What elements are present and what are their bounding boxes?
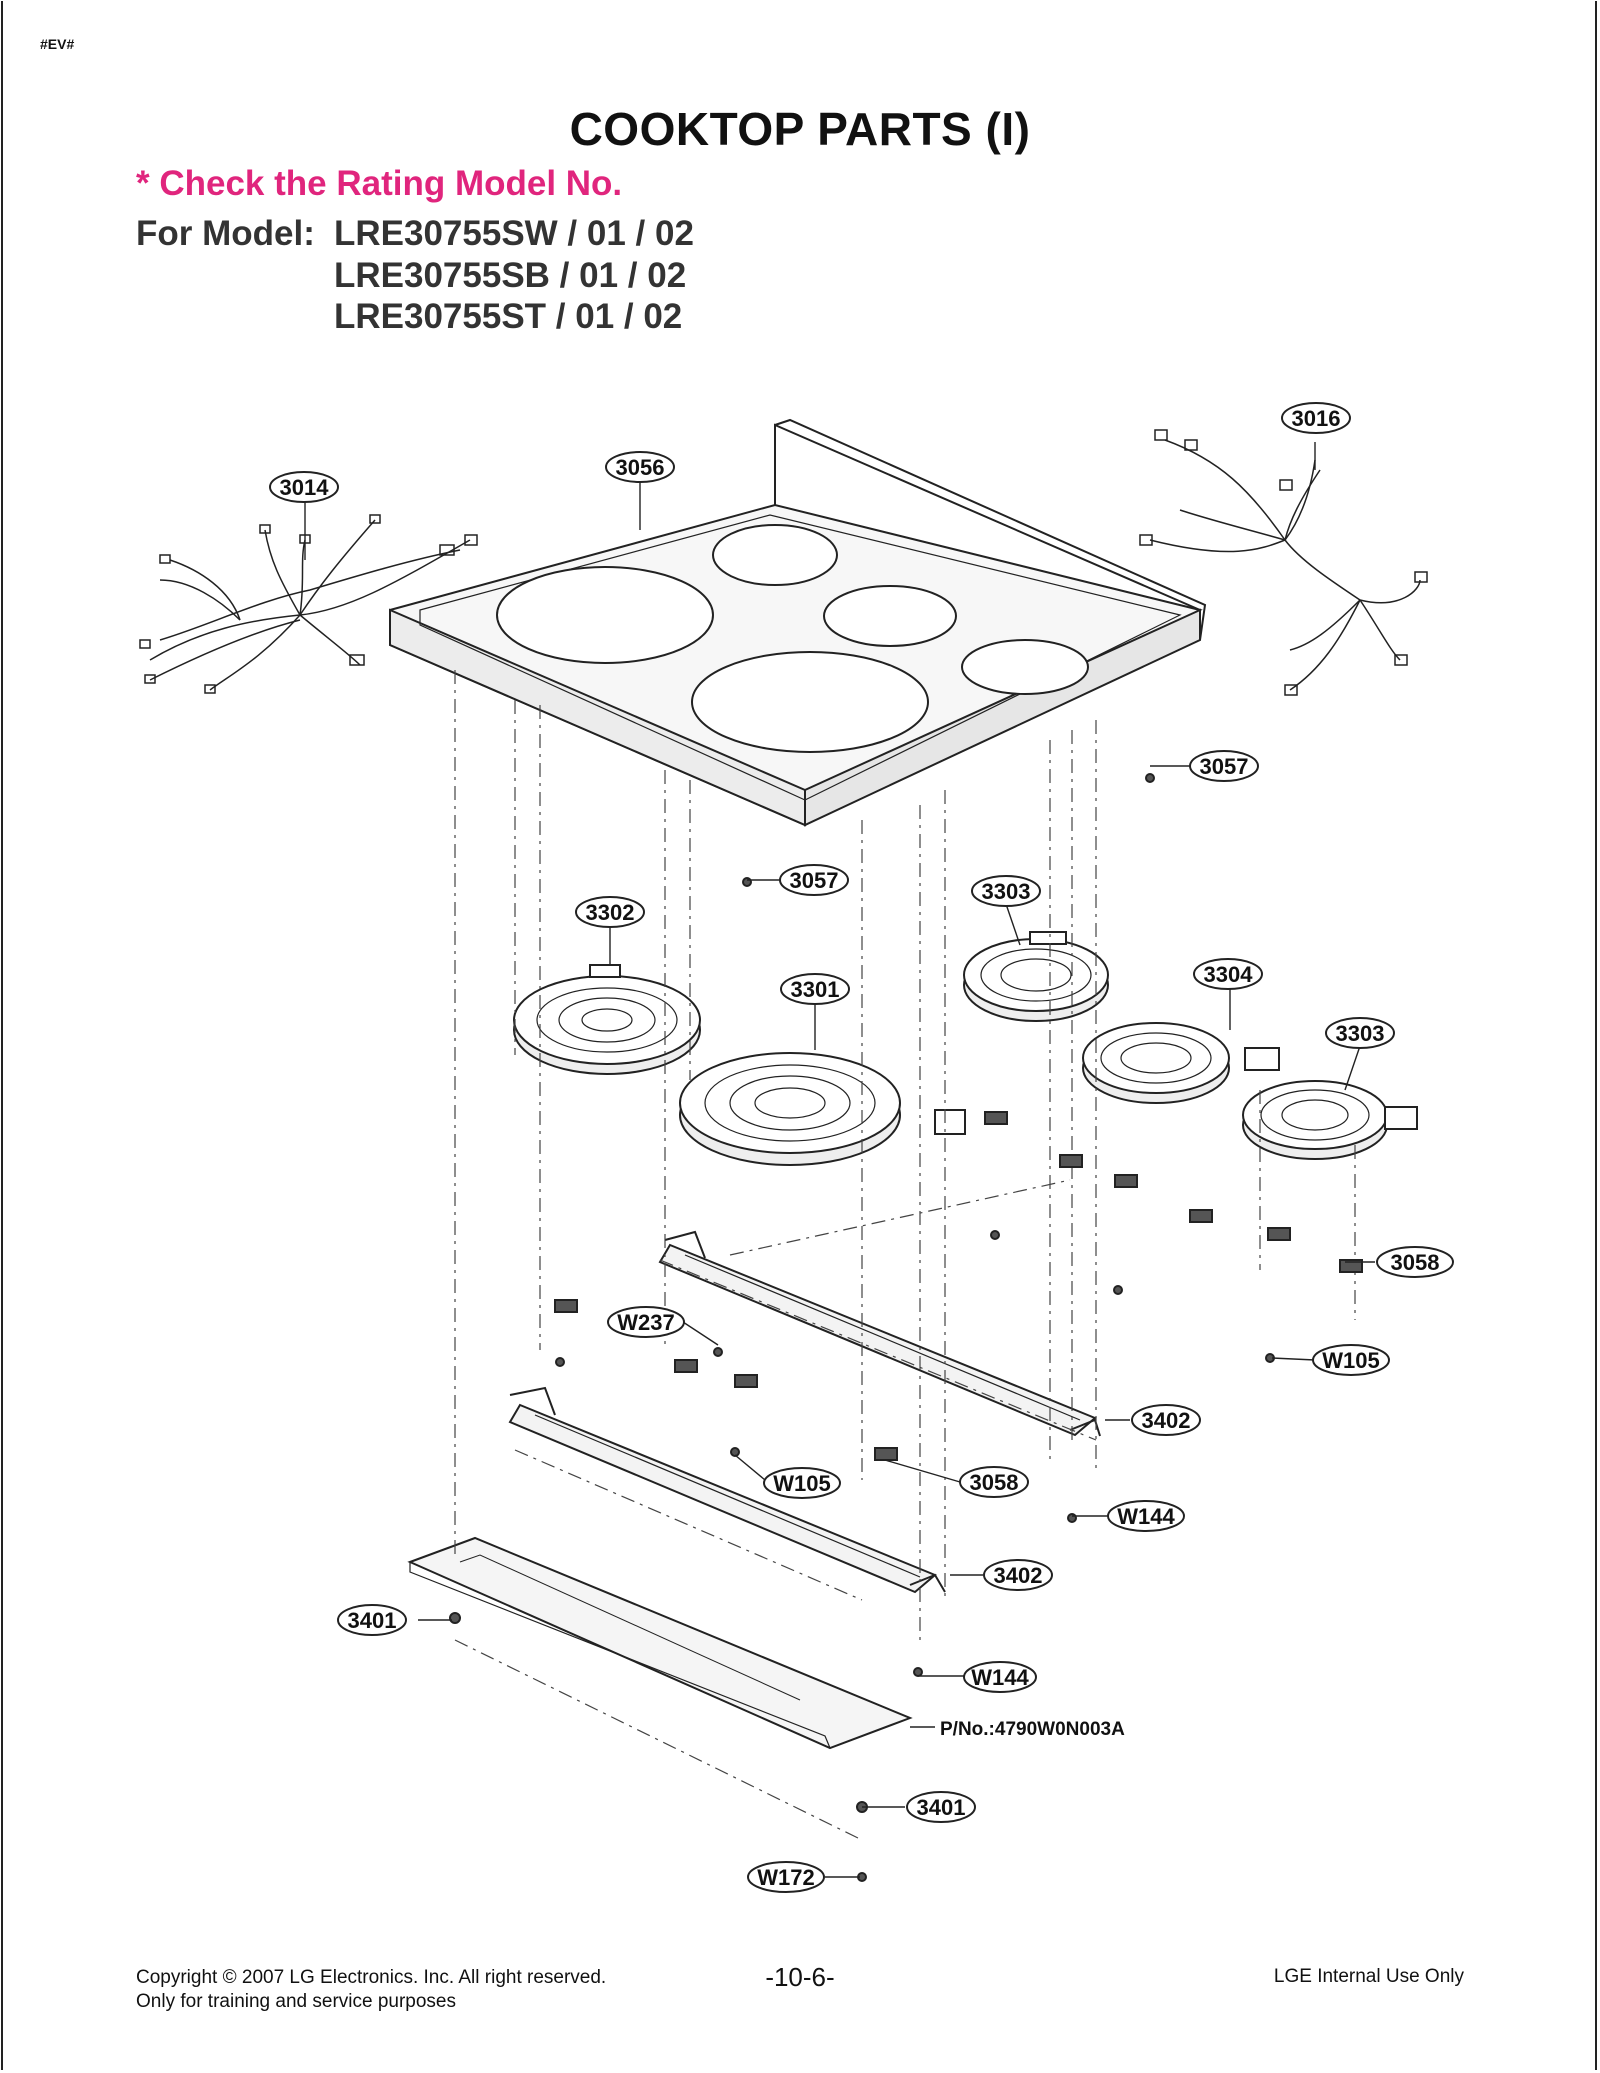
callout-3057: 3057: [790, 868, 839, 893]
element-bracket-upper: [658, 1230, 1101, 1437]
check-rating-note: * Check the Rating Model No.: [136, 164, 623, 203]
callout-3304: 3304: [1204, 962, 1254, 987]
callout-w105: W105: [773, 1471, 830, 1496]
internal-use-note: LGE Internal Use Only: [1273, 1966, 1464, 1987]
callout-3402: 3402: [1142, 1408, 1191, 1433]
callout-3058: 3058: [1391, 1250, 1440, 1275]
radiant-element-3302: [513, 964, 701, 1075]
callout-3302: 3302: [586, 900, 635, 925]
callout-3303: 3303: [982, 879, 1031, 904]
callout-3402: 3402: [994, 1563, 1043, 1588]
callout-3401: 3401: [917, 1795, 966, 1820]
radiant-element-3301: [679, 1052, 966, 1166]
training-text: Only for training and service purposes: [136, 1991, 456, 2012]
cooktop-support-plate: [407, 1536, 913, 1750]
radiant-element-3304: [1082, 1022, 1280, 1104]
copyright-text: Copyright © 2007 LG Electronics. Inc. Al…: [136, 1967, 607, 1988]
callout-bubbles: [269, 402, 1454, 1893]
radiant-element-3303-top: [963, 931, 1109, 1022]
page-number: -10-6-: [765, 1962, 835, 1992]
callout-3057: 3057: [1200, 754, 1249, 779]
assembly-guide-lines: [454, 670, 1356, 1841]
callout-w144: W144: [971, 1665, 1029, 1690]
callout-3014: 3014: [280, 475, 330, 500]
document-tag: #EV#: [40, 36, 75, 52]
callout-3303: 3303: [1336, 1021, 1385, 1046]
callout-3056: 3056: [616, 455, 665, 480]
callout-w172: W172: [757, 1865, 814, 1890]
model-label: For Model:: [136, 214, 315, 253]
callout-3301: 3301: [791, 977, 840, 1002]
element-bracket-lower: [508, 1386, 946, 1594]
exploded-parts-diagram: 3014 3056 3016 3057 3057 3302 3301 3303 …: [139, 402, 1454, 1893]
model-number: LRE30755ST / 01 / 02: [334, 297, 683, 336]
model-number: LRE30755SW / 01 / 02: [334, 214, 694, 253]
cooktop-glass-part: [389, 418, 1207, 827]
callout-w105: W105: [1322, 1348, 1379, 1373]
callout-leaders: [304, 442, 1375, 1878]
page-title: COOKTOP PARTS (I): [569, 103, 1031, 155]
callout-3058: 3058: [970, 1470, 1019, 1495]
radiant-element-3303-right: [1242, 1080, 1418, 1160]
model-number: LRE30755SB / 01 / 02: [334, 256, 687, 295]
wiring-harness-left: [139, 514, 478, 694]
callout-3016: 3016: [1292, 406, 1341, 431]
part-number-label: P/No.:4790W0N003A: [940, 1719, 1125, 1740]
callout-w144: W144: [1117, 1504, 1175, 1529]
callout-w237: W237: [617, 1310, 674, 1335]
wiring-harness-right: [1139, 429, 1428, 696]
callout-3401: 3401: [348, 1608, 397, 1633]
footer-copyright: Copyright © 2007 LG Electronics. Inc. Al…: [136, 1966, 606, 2014]
fasteners: [449, 773, 1363, 1882]
